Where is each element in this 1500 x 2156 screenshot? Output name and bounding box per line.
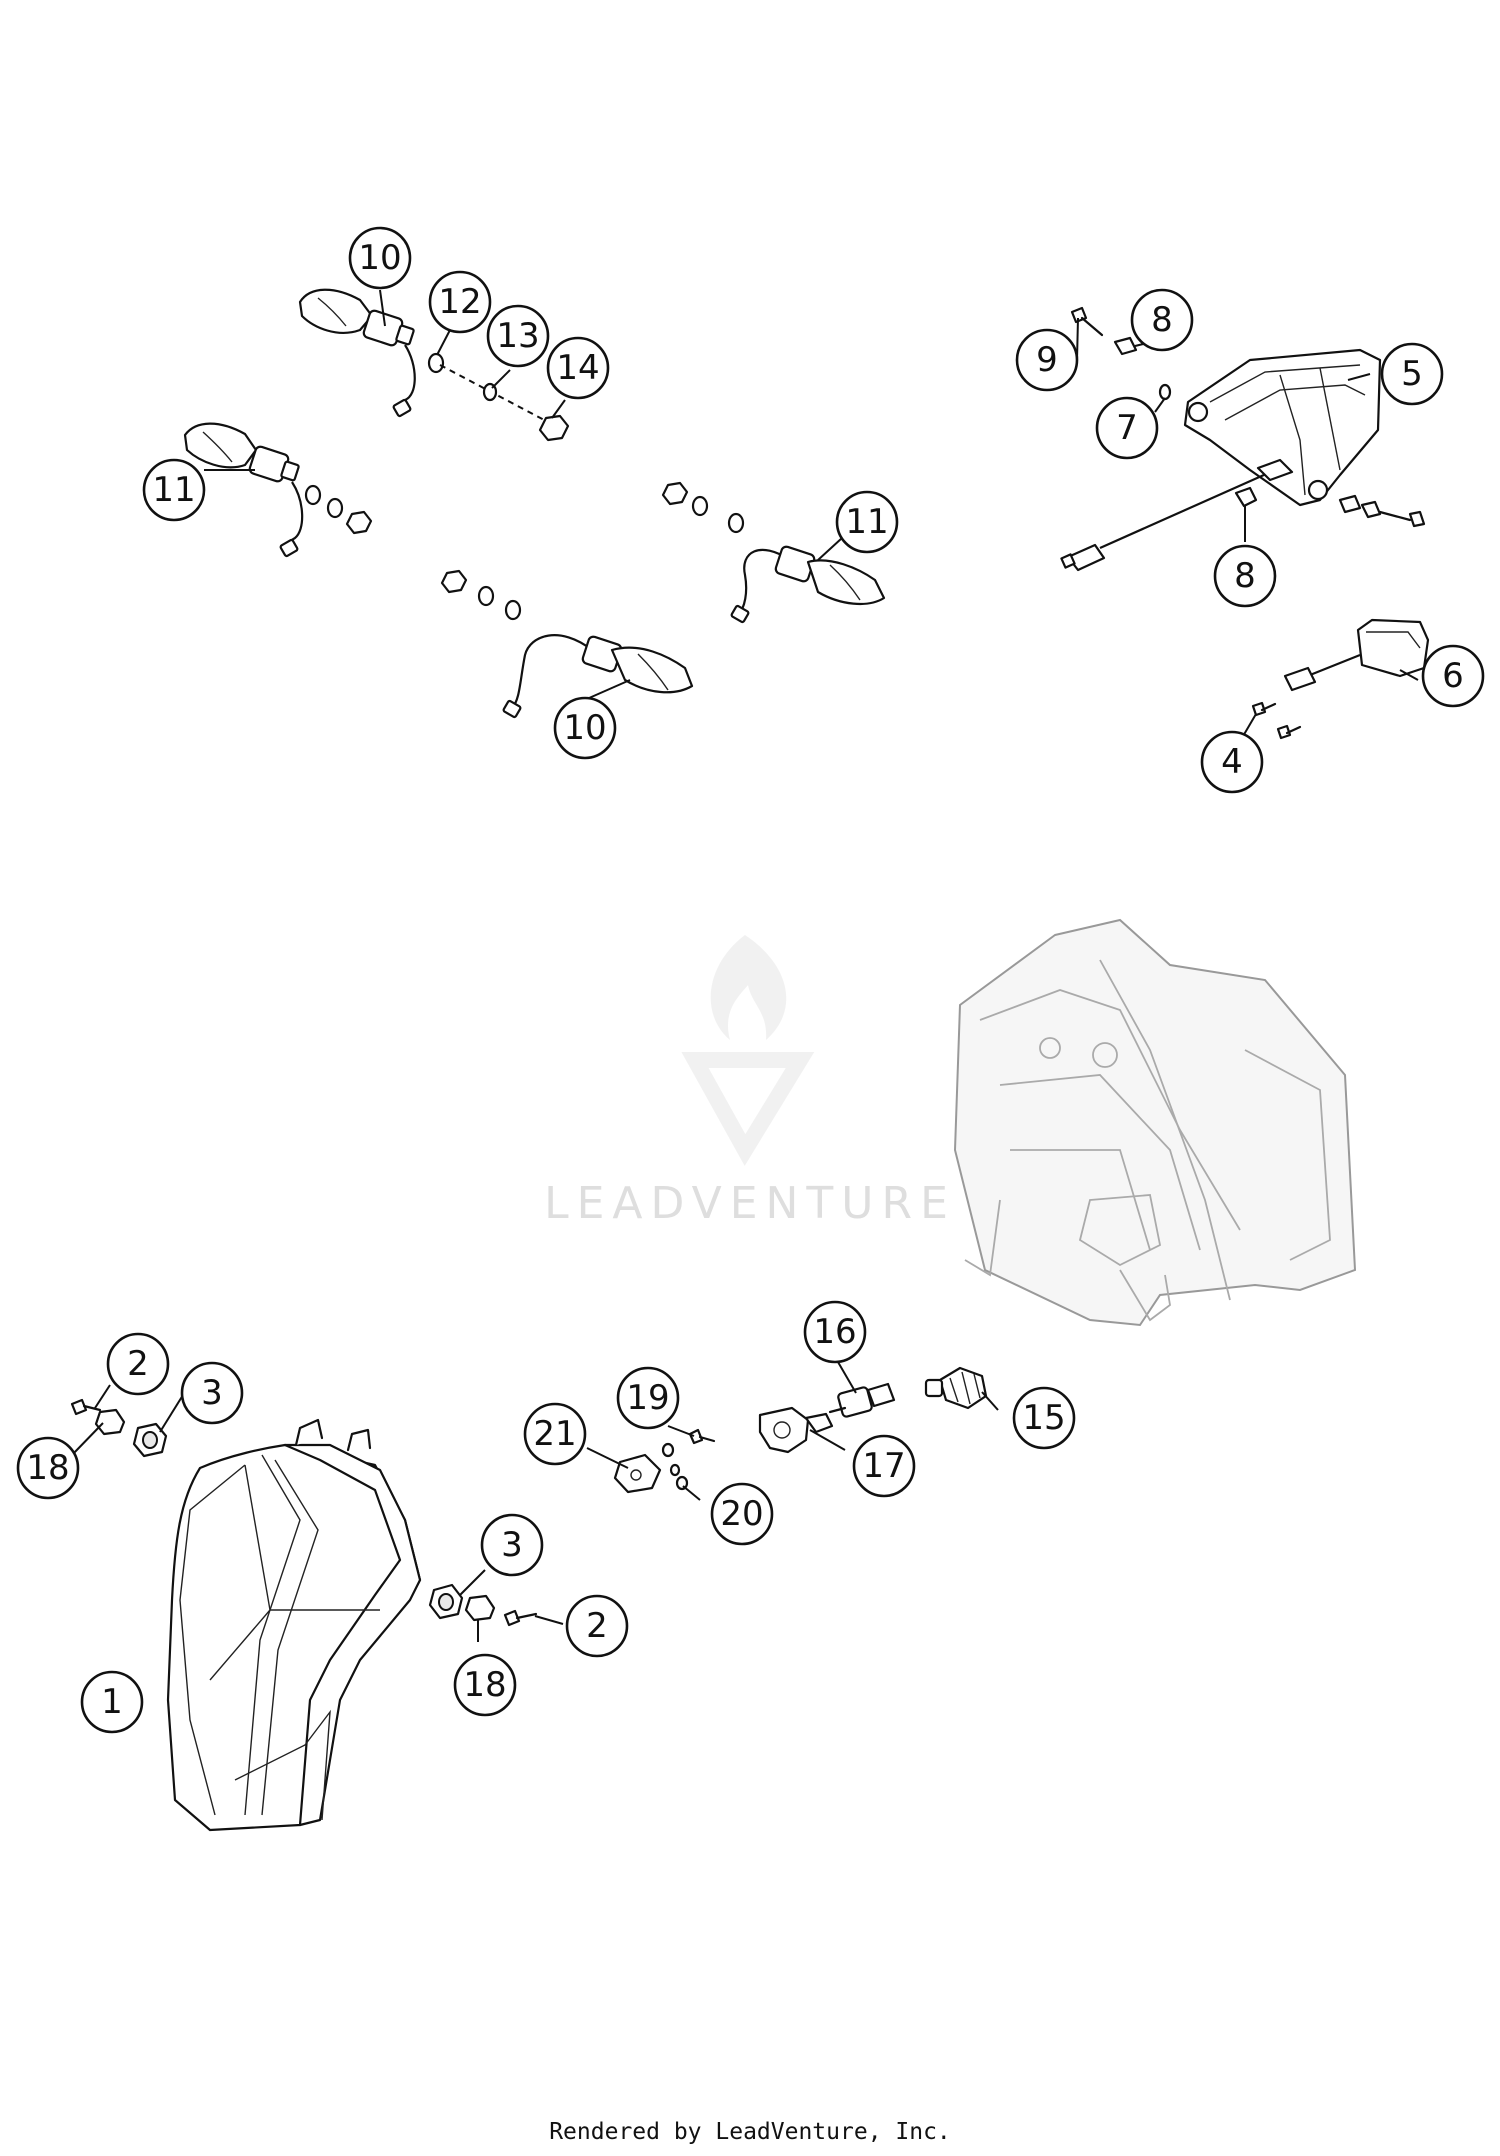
svg-text:4: 4 (1221, 742, 1243, 782)
svg-text:2: 2 (127, 1344, 149, 1384)
callout-20[interactable]: 20 (710, 1482, 774, 1546)
svg-text:2: 2 (586, 1606, 608, 1646)
grommet-3-lower (428, 1583, 464, 1620)
watermark-logo (681, 935, 815, 1166)
svg-text:8: 8 (1151, 300, 1173, 340)
callout-10-upper[interactable]: 10 (348, 226, 412, 290)
svg-text:21: 21 (533, 1414, 576, 1454)
license-plate-light-6 (1283, 618, 1430, 692)
svg-text:10: 10 (563, 708, 606, 748)
footer-credit: Rendered by LeadVenture, Inc. (549, 2119, 951, 2145)
callout-5[interactable]: 5 (1380, 342, 1444, 406)
svg-text:1: 1 (101, 1682, 123, 1722)
svg-text:6: 6 (1442, 656, 1464, 696)
bulb-15 (924, 1366, 988, 1410)
svg-text:14: 14 (556, 348, 599, 388)
callout-14[interactable]: 14 (546, 336, 610, 400)
screws-4 (1251, 701, 1302, 740)
nut-14 (538, 414, 570, 442)
screw-2-upper (70, 1398, 102, 1416)
bushing-18-lower (464, 1594, 496, 1622)
callout-3-upper[interactable]: 3 (180, 1361, 244, 1425)
callout-18-upper[interactable]: 18 (16, 1436, 80, 1500)
callout-2-upper[interactable]: 2 (106, 1332, 170, 1396)
turn-signal-front-left (298, 288, 416, 418)
callout-1[interactable]: 1 (80, 1670, 144, 1734)
svg-text:11: 11 (845, 502, 888, 542)
tail-light-mount-bolt (1338, 494, 1426, 528)
assembly-axis-upper (439, 364, 549, 423)
headlight-1 (166, 1418, 422, 1832)
callout-19[interactable]: 19 (616, 1366, 680, 1430)
screw-2-lower (503, 1609, 538, 1627)
callout-7[interactable]: 7 (1095, 396, 1159, 460)
bulb-holder-21 (613, 1453, 662, 1494)
svg-text:13: 13 (496, 316, 539, 356)
callout-8-lower[interactable]: 8 (1213, 544, 1277, 608)
bulb-20 (661, 1442, 689, 1491)
callout-13[interactable]: 13 (486, 304, 550, 368)
callout-11-left[interactable]: 11 (142, 458, 206, 522)
turn-signal-front-right (440, 569, 694, 719)
svg-text:10: 10 (358, 238, 401, 278)
callout-9[interactable]: 9 (1015, 328, 1079, 392)
callout-3-lower[interactable]: 3 (480, 1513, 544, 1577)
screw-9 (1070, 306, 1104, 337)
svg-text:8: 8 (1234, 556, 1256, 596)
watermark: LEADVENTURE (544, 935, 956, 1229)
rubber-grommet-8-upper (1113, 336, 1138, 356)
tail-light-5 (1060, 348, 1382, 572)
svg-text:12: 12 (438, 282, 481, 322)
callout-4[interactable]: 4 (1200, 730, 1264, 794)
svg-text:5: 5 (1401, 354, 1423, 394)
callout-6[interactable]: 6 (1421, 644, 1485, 708)
headlight-mask-ghost (953, 918, 1357, 1327)
svg-text:17: 17 (862, 1446, 905, 1486)
callout-10-lower[interactable]: 10 (553, 696, 617, 760)
svg-text:3: 3 (201, 1373, 223, 1413)
svg-text:18: 18 (26, 1448, 69, 1488)
grommet-3-upper (132, 1422, 168, 1458)
bulb-16 (828, 1382, 896, 1418)
socket-17 (758, 1406, 834, 1454)
callout-16[interactable]: 16 (803, 1300, 867, 1364)
svg-text:15: 15 (1022, 1398, 1065, 1438)
washer-12 (427, 352, 445, 374)
bushing-18-upper (94, 1408, 126, 1436)
callout-11-right[interactable]: 11 (835, 490, 899, 554)
svg-text:18: 18 (463, 1665, 506, 1705)
svg-text:3: 3 (501, 1525, 523, 1565)
svg-text:19: 19 (626, 1378, 669, 1418)
svg-text:20: 20 (720, 1494, 763, 1534)
turn-signal-rear-left (183, 422, 373, 558)
callout-18-lower[interactable]: 18 (453, 1653, 517, 1717)
svg-text:16: 16 (813, 1312, 856, 1352)
callout-12[interactable]: 12 (428, 270, 492, 334)
svg-text:7: 7 (1116, 408, 1138, 448)
callout-15[interactable]: 15 (1012, 1386, 1076, 1450)
rubber-grommet-8-lower (1234, 486, 1258, 508)
callout-17[interactable]: 17 (852, 1434, 916, 1498)
screw-19 (688, 1428, 716, 1445)
leader-lines (71, 289, 1419, 1642)
turn-signal-rear-right (661, 481, 886, 624)
callout-2-lower[interactable]: 2 (565, 1594, 629, 1658)
svg-text:11: 11 (152, 470, 195, 510)
svg-text:9: 9 (1036, 340, 1058, 380)
washer-7 (1158, 383, 1172, 401)
watermark-text: LEADVENTURE (544, 1178, 956, 1229)
callout-8-upper[interactable]: 8 (1130, 288, 1194, 352)
callout-21[interactable]: 21 (523, 1402, 587, 1466)
